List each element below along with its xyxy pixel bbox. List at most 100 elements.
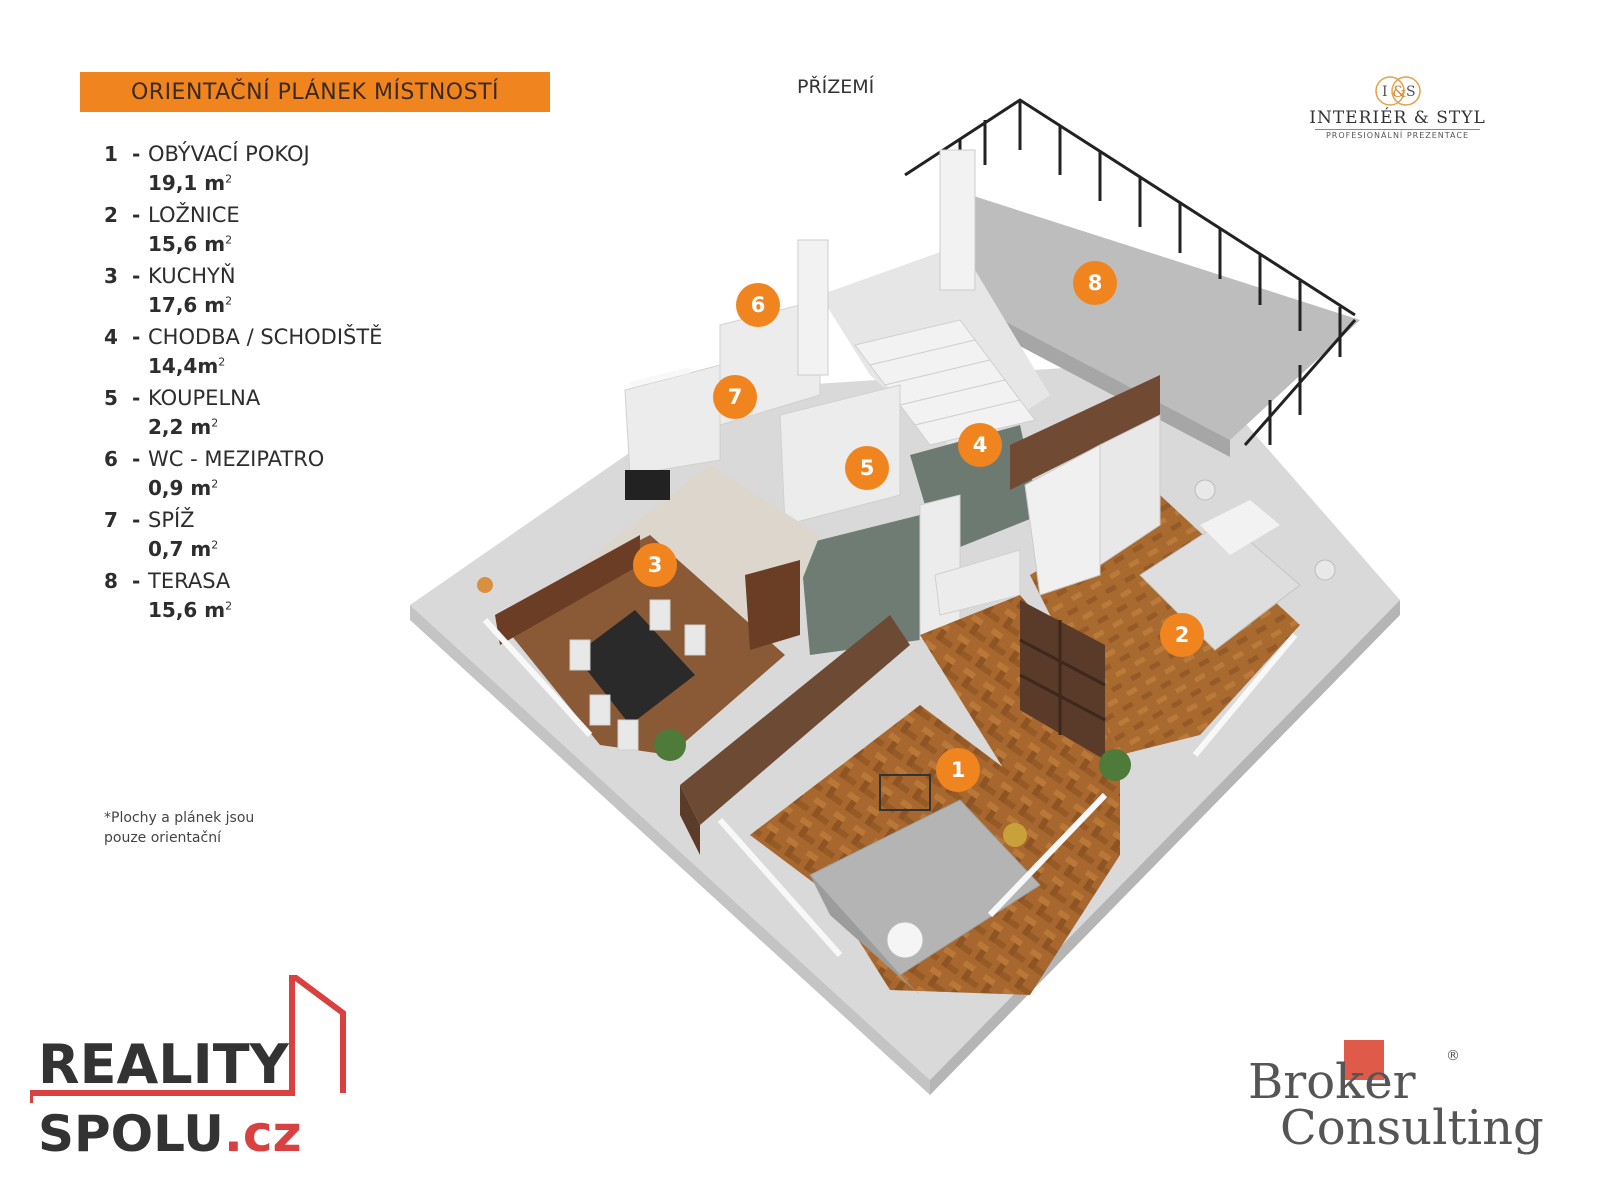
broker-square-icon xyxy=(1344,1040,1384,1080)
monogram-right: S xyxy=(1406,84,1416,100)
bookshelf-divider xyxy=(680,615,910,825)
spolu-tld: .cz xyxy=(223,1105,302,1163)
legend-area-value: 15,6 m xyxy=(148,598,226,622)
broker-consulting-logo: Broker ® Consulting xyxy=(1240,1040,1570,1170)
legend-area-sup: 2 xyxy=(211,416,219,430)
reality-word: REALITY xyxy=(38,1033,289,1096)
room-marker-circle xyxy=(958,423,1002,467)
legend-area-sup: 2 xyxy=(225,172,233,186)
legend-room-area: 2,2 m2 xyxy=(148,415,218,439)
legend-room-area: 0,7 m2 xyxy=(148,537,218,561)
monogram-left: I xyxy=(1382,84,1388,100)
legend-room-area: 19,1 m2 xyxy=(148,171,232,195)
cushion xyxy=(1003,823,1027,847)
plan-title-bar: ORIENTAČNÍ PLÁNEK MÍSTNOSTÍ xyxy=(80,72,550,112)
base-slab-side-right xyxy=(930,600,1400,1095)
legend-dash: - xyxy=(132,447,141,471)
interier-monogram-icon: I & S xyxy=(1374,76,1421,106)
legend-area-sup: 2 xyxy=(225,599,233,613)
room-marker-circle xyxy=(936,748,980,792)
legend-area-sup: 2 xyxy=(211,538,219,552)
legend-dash: - xyxy=(132,203,141,227)
legend-area-sup: 2 xyxy=(225,233,233,247)
legend-dash: - xyxy=(132,142,141,166)
note-line-1: *Plochy a plánek jsou xyxy=(104,810,255,826)
window-frames xyxy=(482,367,1298,957)
wc-door xyxy=(797,239,829,376)
room-marker-circle xyxy=(1160,613,1204,657)
pillows xyxy=(1200,500,1280,555)
room-marker-label: 6 xyxy=(751,293,766,317)
legend-number: 2 xyxy=(104,203,118,227)
room-marker-label: 8 xyxy=(1088,271,1103,295)
legend-room-area: 15,6 m2 xyxy=(148,598,232,622)
note-line-2: pouze orientační xyxy=(104,830,221,846)
room-marker-label: 7 xyxy=(728,385,743,409)
bedside-lamp-right xyxy=(1314,559,1336,581)
interier-tagline: PROFESIONÁLNÍ PREZENTACE xyxy=(1325,131,1470,140)
legend-area-value: 14,4m xyxy=(148,354,219,378)
legend-area-value: 19,1 m xyxy=(148,171,226,195)
legend-number: 7 xyxy=(104,508,118,532)
room-marker-circle xyxy=(845,446,889,490)
legend-room-name: TERASA xyxy=(148,569,231,593)
house-roof-icon xyxy=(30,975,346,1103)
wardrobe-top xyxy=(1010,375,1160,490)
wardrobe-front xyxy=(1024,444,1101,596)
kitchen-island xyxy=(745,560,800,650)
monogram-amp: & xyxy=(1392,82,1406,101)
room-marker-circle xyxy=(713,375,757,419)
legend-number: 6 xyxy=(104,447,118,471)
room-marker-label: 5 xyxy=(860,456,875,480)
sliding-door xyxy=(1020,600,1105,760)
legend-dash: - xyxy=(132,508,141,532)
legend-dash: - xyxy=(132,264,141,288)
floor-lamp xyxy=(886,921,924,959)
legend-room-area: 0,9 m2 xyxy=(148,476,218,500)
floor-label: PŘÍZEMÍ xyxy=(797,76,875,98)
legend-area-sup: 2 xyxy=(211,477,219,491)
bookshelf-side xyxy=(680,785,700,855)
legend-area-value: 2,2 m xyxy=(148,415,212,439)
reality-spolu-logo: REALITY SPOLU.cz xyxy=(30,975,350,1185)
legend-area-sup: 2 xyxy=(218,355,226,369)
legend-dash: - xyxy=(132,325,141,349)
interier-styl-logo: I & S INTERIÉR & STYL PROFESIONÁLNÍ PREZ… xyxy=(1305,74,1490,154)
legend-room-area: 17,6 m2 xyxy=(148,293,232,317)
legend-number: 4 xyxy=(104,325,118,349)
legend-dash: - xyxy=(132,569,141,593)
plant-living xyxy=(1099,749,1131,781)
legend-room-name: LOŽNICE xyxy=(148,203,240,227)
coffee-table xyxy=(879,774,931,811)
terrace-floor xyxy=(955,190,1360,440)
terrace-door xyxy=(939,149,976,291)
dining-table xyxy=(575,610,695,725)
plant-dining xyxy=(654,729,686,761)
legend-room-name: OBÝVACÍ POKOJ xyxy=(148,142,310,166)
room-marker-label: 2 xyxy=(1175,623,1190,647)
legend-area-sup: 2 xyxy=(225,294,233,308)
room-marker-label: 4 xyxy=(973,433,988,457)
interier-name: INTERIÉR & STYL xyxy=(1309,108,1486,128)
room-marker-circle xyxy=(1073,261,1117,305)
legend-number: 1 xyxy=(104,142,118,166)
legend-room-area: 15,6 m2 xyxy=(148,232,232,256)
legend-area-value: 15,6 m xyxy=(148,232,226,256)
registered-mark: ® xyxy=(1446,1048,1460,1064)
legend-room-name: KUCHYŇ xyxy=(148,264,236,288)
plan-title: ORIENTAČNÍ PLÁNEK MÍSTNOSTÍ xyxy=(130,79,500,105)
dining-chairs xyxy=(569,599,706,751)
room-marker-circle xyxy=(736,283,780,327)
spolu-word: SPOLU.cz xyxy=(38,1105,302,1163)
legend-area-value: 0,7 m xyxy=(148,537,212,561)
bedside-lamp-left xyxy=(1194,479,1216,501)
legend-room-name: WC - MEZIPATRO xyxy=(148,447,325,471)
kitchen-cabinets xyxy=(495,535,640,645)
room-marker-circle xyxy=(633,543,677,587)
legend-number: 5 xyxy=(104,386,118,410)
legend-room-name: CHODBA / SCHODIŠTĚ xyxy=(148,325,383,349)
room-marker-label: 1 xyxy=(951,758,966,782)
fruit-bowl xyxy=(477,577,493,593)
legend-number: 8 xyxy=(104,569,118,593)
